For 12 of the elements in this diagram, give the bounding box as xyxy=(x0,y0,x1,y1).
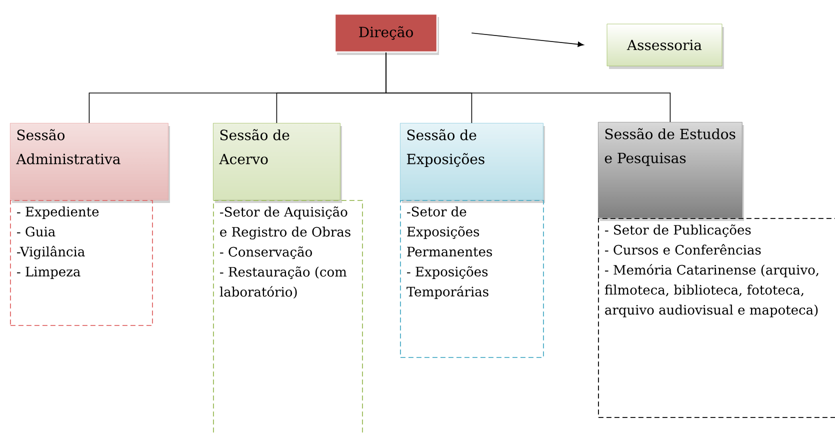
dashed-list-box: - Expediente - Guia -Vigilância - Limpeza xyxy=(10,200,153,326)
process-box: Assessoria xyxy=(606,24,724,69)
section-box: Sessão de Exposições xyxy=(400,123,545,203)
connector xyxy=(471,32,584,47)
dashed-list-box: -Setor de Exposições Permanentes - Exposições Temporárias xyxy=(400,200,544,358)
dashed-list-box: - Setor de Publicações - Cursos e Conferências - Memória Catarinense (arquivo, filmoteca, biblioteca, fototeca, arquivo audiovisual e mapoteca) xyxy=(598,218,835,418)
connector xyxy=(386,52,671,122)
section-box: Sessão de Acervo xyxy=(213,123,342,203)
section-box: Sessão de Estudos e Pesquisas xyxy=(598,122,744,221)
process-box: Direção xyxy=(334,13,439,55)
dashed-list-box: -Setor de Aquisição e Registro de Obras - Conservação - Restauração (com laboratório) xyxy=(213,200,363,435)
section-box: Sessão Administrativa xyxy=(10,123,170,203)
